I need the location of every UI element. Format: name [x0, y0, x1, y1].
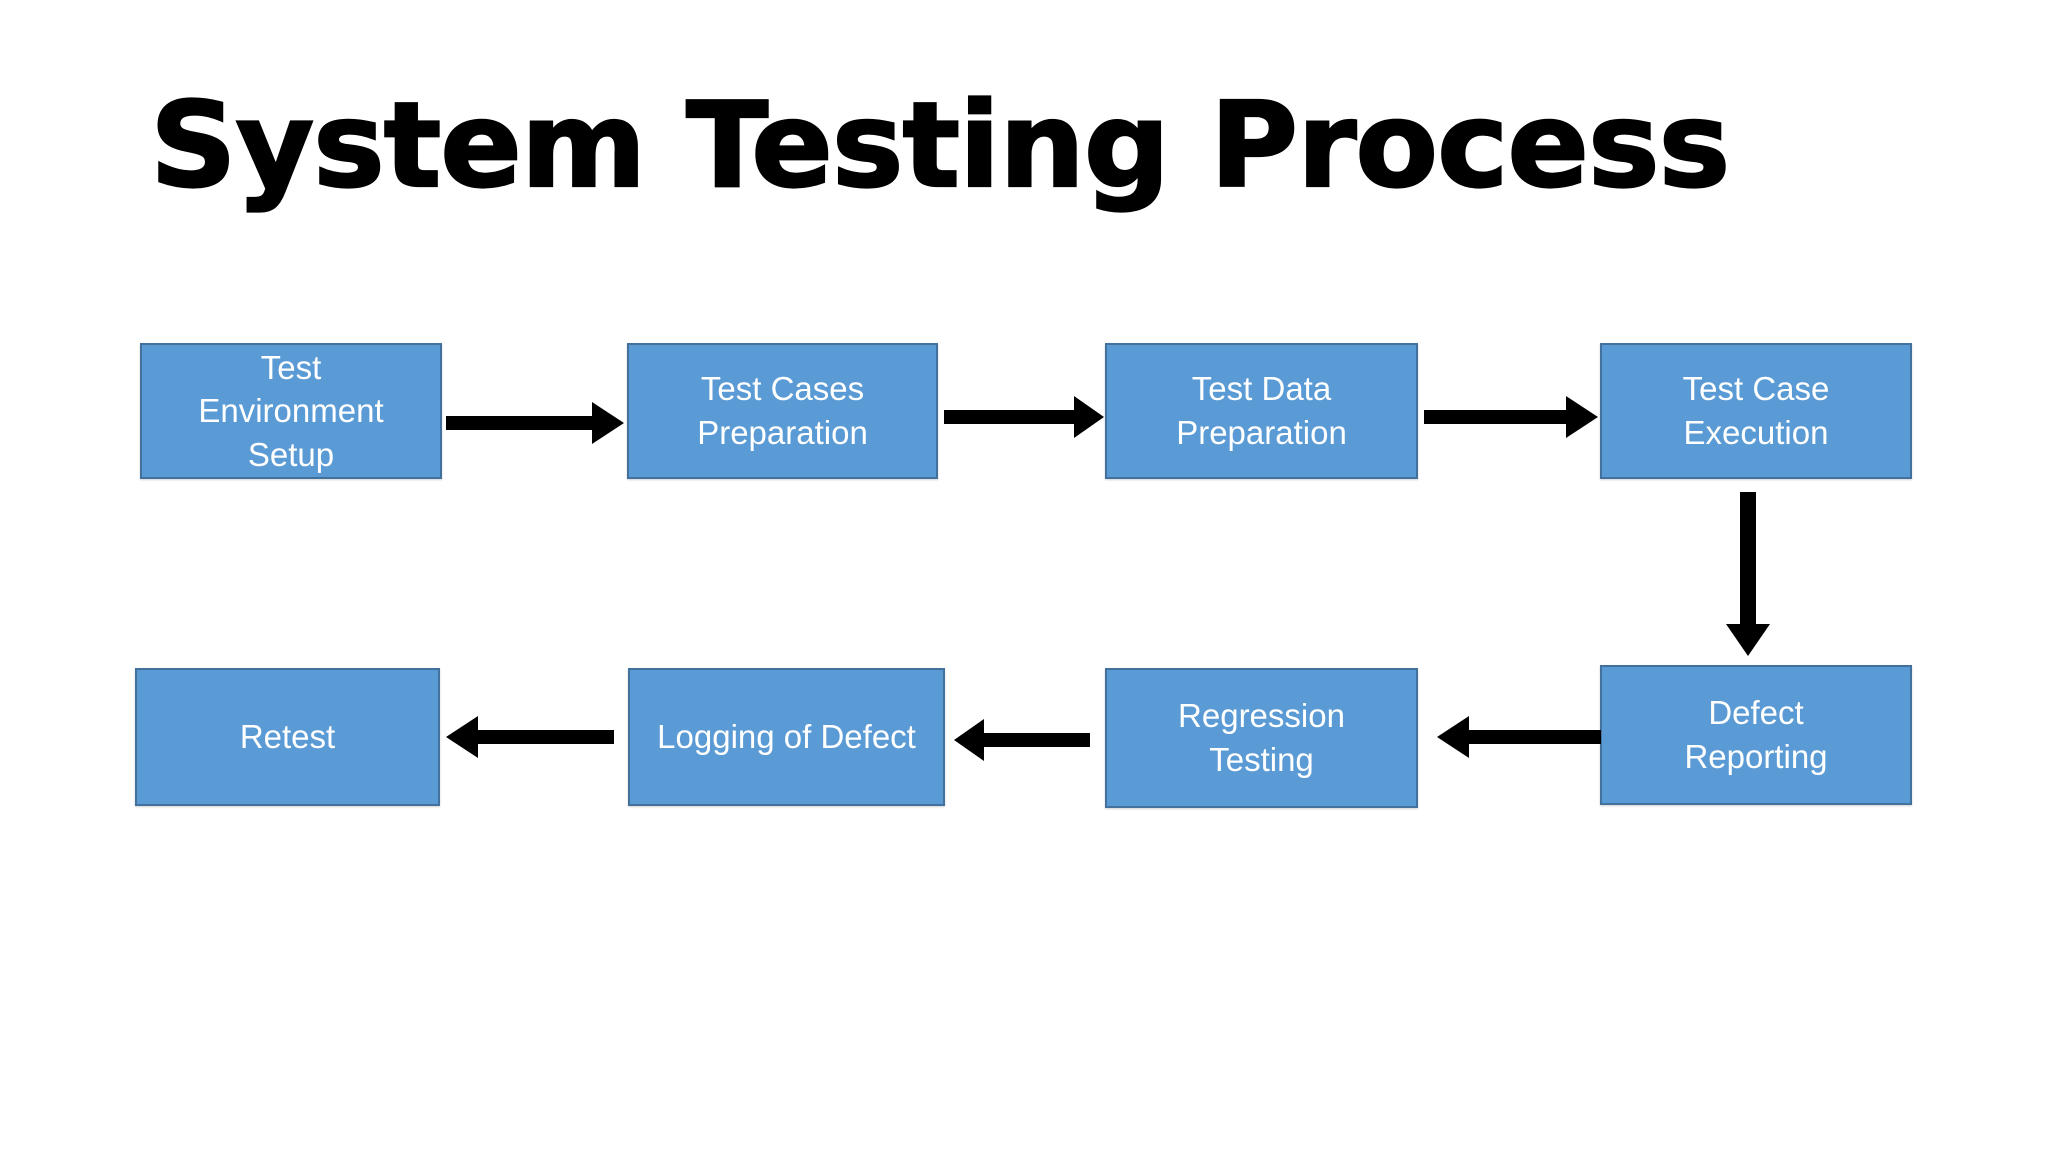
arrow-left-icon-regression-to-logging [952, 715, 1092, 765]
process-box-retest[interactable]: Retest [135, 668, 440, 806]
process-box-line: Preparation [1176, 414, 1347, 451]
process-box-logging-of-defect[interactable]: Logging of Defect [628, 668, 945, 806]
process-box-test-cases-preparation[interactable]: Test Cases Preparation [627, 343, 938, 479]
process-box-label: Defect Reporting [1608, 691, 1904, 778]
process-box-line: Execution [1683, 414, 1829, 451]
process-box-line: Retest [239, 718, 336, 756]
process-box-line: Test Cases [700, 370, 865, 408]
arrow-right-icon-data-to-execution [1424, 392, 1600, 442]
process-box-line: Defect [1708, 694, 1804, 732]
process-box-regression-testing[interactable]: Regression Testing [1105, 668, 1418, 808]
process-box-line: Regression [1178, 697, 1345, 735]
process-box-defect-reporting[interactable]: Defect Reporting [1600, 665, 1912, 805]
process-box-label: Test Cases Preparation [635, 367, 930, 454]
process-box-test-data-preparation[interactable]: Test Data Preparation [1105, 343, 1418, 479]
process-box-label: Logging of Defect [636, 715, 937, 759]
process-box-test-environment-setup[interactable]: Test Environment Setup [140, 343, 442, 479]
process-box-label: Retest [143, 715, 432, 759]
process-box-line: Logging of Defect [657, 718, 916, 756]
process-box-line: Test Case [1682, 370, 1830, 408]
process-box-label: Test Case Execution [1608, 367, 1904, 454]
arrow-left-icon-defect-to-regression [1435, 712, 1603, 762]
process-box-label: Test Data Preparation [1113, 367, 1410, 454]
process-box-line: Testing [1209, 741, 1314, 778]
process-box-label: Test Environment Setup [148, 346, 434, 477]
process-box-line: Reporting [1684, 738, 1828, 775]
process-box-line: Setup [247, 435, 335, 473]
arrow-left-icon-logging-to-retest [444, 712, 616, 762]
process-box-line: Test [260, 348, 322, 386]
process-box-test-case-execution[interactable]: Test Case Execution [1600, 343, 1912, 479]
process-box-label: Regression Testing [1113, 694, 1410, 781]
process-box-line: Preparation [697, 414, 868, 451]
arrow-right-icon-setup-to-cases [446, 398, 626, 448]
arrow-right-icon-cases-to-data [944, 392, 1106, 442]
process-box-line: Environment [198, 392, 384, 430]
arrow-down-icon-execution-to-defect [1723, 492, 1773, 658]
process-box-line: Test Data [1191, 370, 1332, 408]
page-title: System Testing Process [149, 76, 1732, 214]
